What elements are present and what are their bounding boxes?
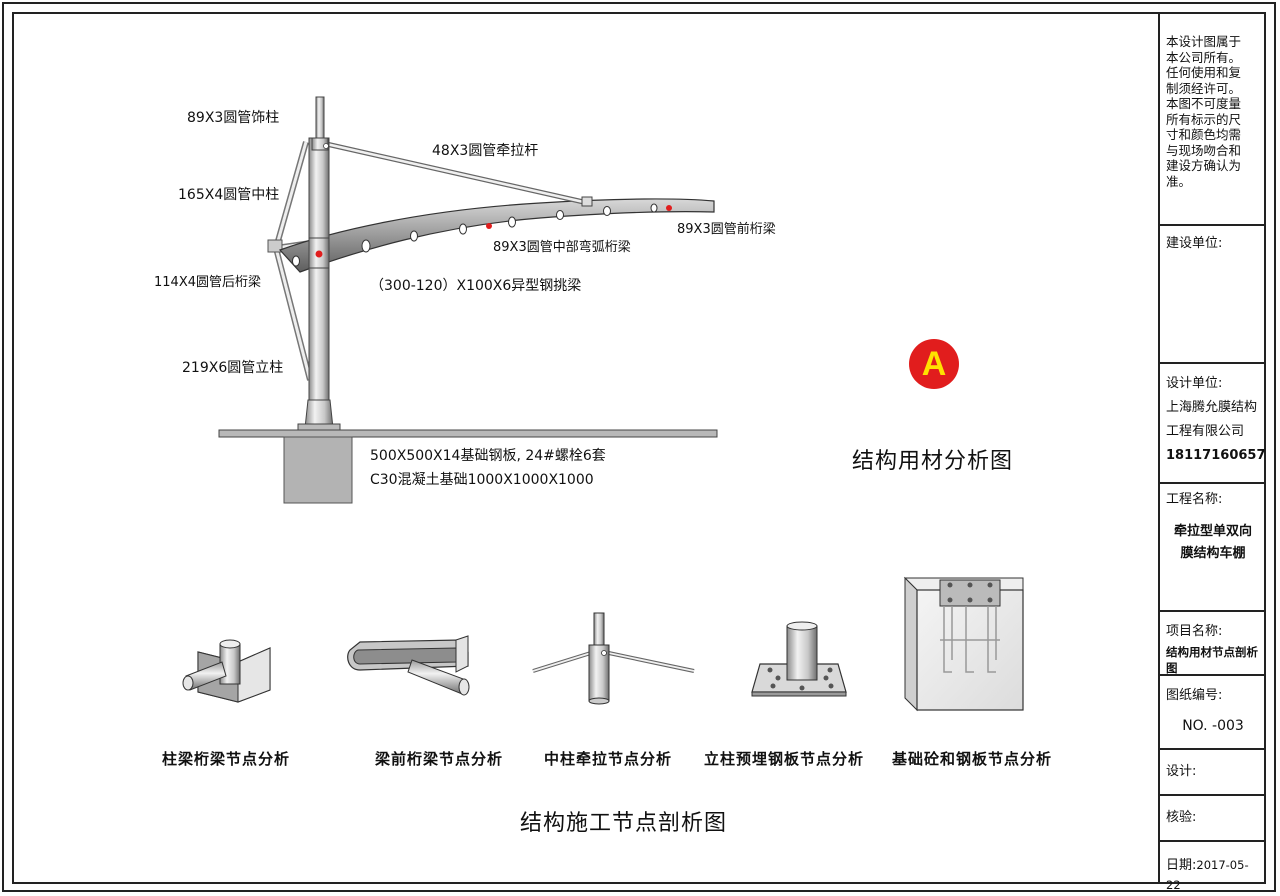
notice-line: 所有标示的尺 [1166,111,1242,127]
check-label: 核验: [1166,810,1197,825]
design-label: 设计: [1166,764,1197,779]
decor-column [315,96,325,143]
label-back-beam: 114X4圆管后桁梁 [154,275,261,290]
notice-line: 本公司所有。 [1166,49,1242,65]
structure-drawing [182,96,1024,712]
concrete-foundation [283,436,353,504]
check-cell: 核验: [1160,796,1266,842]
client-cell: 建设单位: [1160,226,1266,364]
copyright-notice: 本设计图属于 本公司所有。 任何使用和复 制须经许可。 本图不可度量 所有标示的… [1160,14,1266,226]
front-beam-marker [666,205,672,211]
node-label-foundation: 基础砼和钢板节点分析 [892,750,1053,768]
section-badge: A [909,339,959,389]
notice-line: 建设方确认为 [1166,158,1242,173]
designer-phone: 18117160657 [1166,448,1266,463]
item-label: 项目名称: [1166,624,1223,639]
node-label-embedded-plate: 立柱预埋钢板节点分析 [704,750,865,768]
project-label: 工程名称: [1166,492,1223,507]
material-analysis-title: 结构用材分析图 [852,449,1014,474]
notice-line: 本设计图属于 [1166,34,1242,49]
date-label: 日期: [1166,858,1197,873]
label-decor-column: 89X3圆管饰柱 [187,110,280,126]
drawing-number-label: 图纸编号: [1166,688,1223,703]
ground-slab [218,429,718,438]
notice-line: 本图不可度量 [1166,96,1242,111]
drawing-number: NO. -003 [1182,718,1244,734]
label-arc-beam: 89X3圆管中部弯弧桁梁 [493,240,631,255]
label-mid-column: 165X4圆管中柱 [178,187,280,203]
item-value: 结构用材节点剖析图 [1166,645,1258,675]
label-main-column: 219X6圆管立柱 [182,360,284,376]
project-name-line: 膜结构车棚 [1180,546,1246,561]
client-label: 建设单位: [1166,236,1223,251]
label-cantilever: （300-120）X100X6异型钢挑梁 [370,278,582,294]
designer-cell: 设计单位: 上海腾允膜结构 工程有限公司 18117160657 [1160,364,1266,484]
notice-line: 任何使用和复 [1166,65,1242,80]
node-label-middle-column: 中柱牵拉节点分析 [544,750,673,768]
item-cell: 项目名称: 结构用材节点剖析图 [1160,612,1266,676]
node-beam-front-drawing [347,635,470,696]
designer-name-line: 上海腾允膜结构 [1166,400,1258,415]
cantilever-beam [278,198,715,273]
project-name-line: 牵拉型单双向 [1173,524,1252,539]
notice-line: 与现场吻合和 [1166,142,1242,158]
project-cell: 工程名称: 牵拉型单双向 膜结构车棚 [1160,484,1266,612]
main-column [308,137,330,429]
drawing-number-cell: 图纸编号: NO. -003 [1160,676,1266,750]
node-label-beam-front: 梁前桁梁节点分析 [375,750,504,768]
design-cell: 设计: [1160,750,1266,796]
date-cell: 日期:2017-05-22 [1160,842,1266,892]
node-foundation-drawing [903,576,1024,712]
node-embedded-plate-drawing [751,621,847,697]
title-block: 本设计图属于 本公司所有。 任何使用和复 制须经许可。 本图不可度量 所有标示的… [1158,14,1266,892]
label-front-beam: 89X3圆管前桁梁 [677,222,776,237]
arc-beam-marker [486,223,492,229]
notice-line: 准。 [1166,173,1192,189]
node-middle-column-drawing [532,612,695,705]
notice-line: 寸和颜色均需 [1166,127,1242,142]
notice-line: 制须经许可。 [1166,80,1242,96]
label-tie-rod: 48X3圆管牵拉杆 [432,143,539,159]
node-column-beam-drawing [182,639,271,703]
label-base-plate: 500X500X14基础钢板, 24#螺栓6套 [370,448,606,464]
inner-frame [12,12,1266,884]
joint-marker [315,250,323,258]
label-foundation: C30混凝土基础1000X1000X1000 [370,472,594,488]
node-label-column-beam: 柱梁桁梁节点分析 [162,750,291,768]
designer-label: 设计单位: [1166,376,1223,391]
node-analysis-title: 结构施工节点剖析图 [520,811,728,836]
date-value: 2017-05-22 [1166,858,1249,892]
designer-name-line: 工程有限公司 [1166,424,1245,439]
